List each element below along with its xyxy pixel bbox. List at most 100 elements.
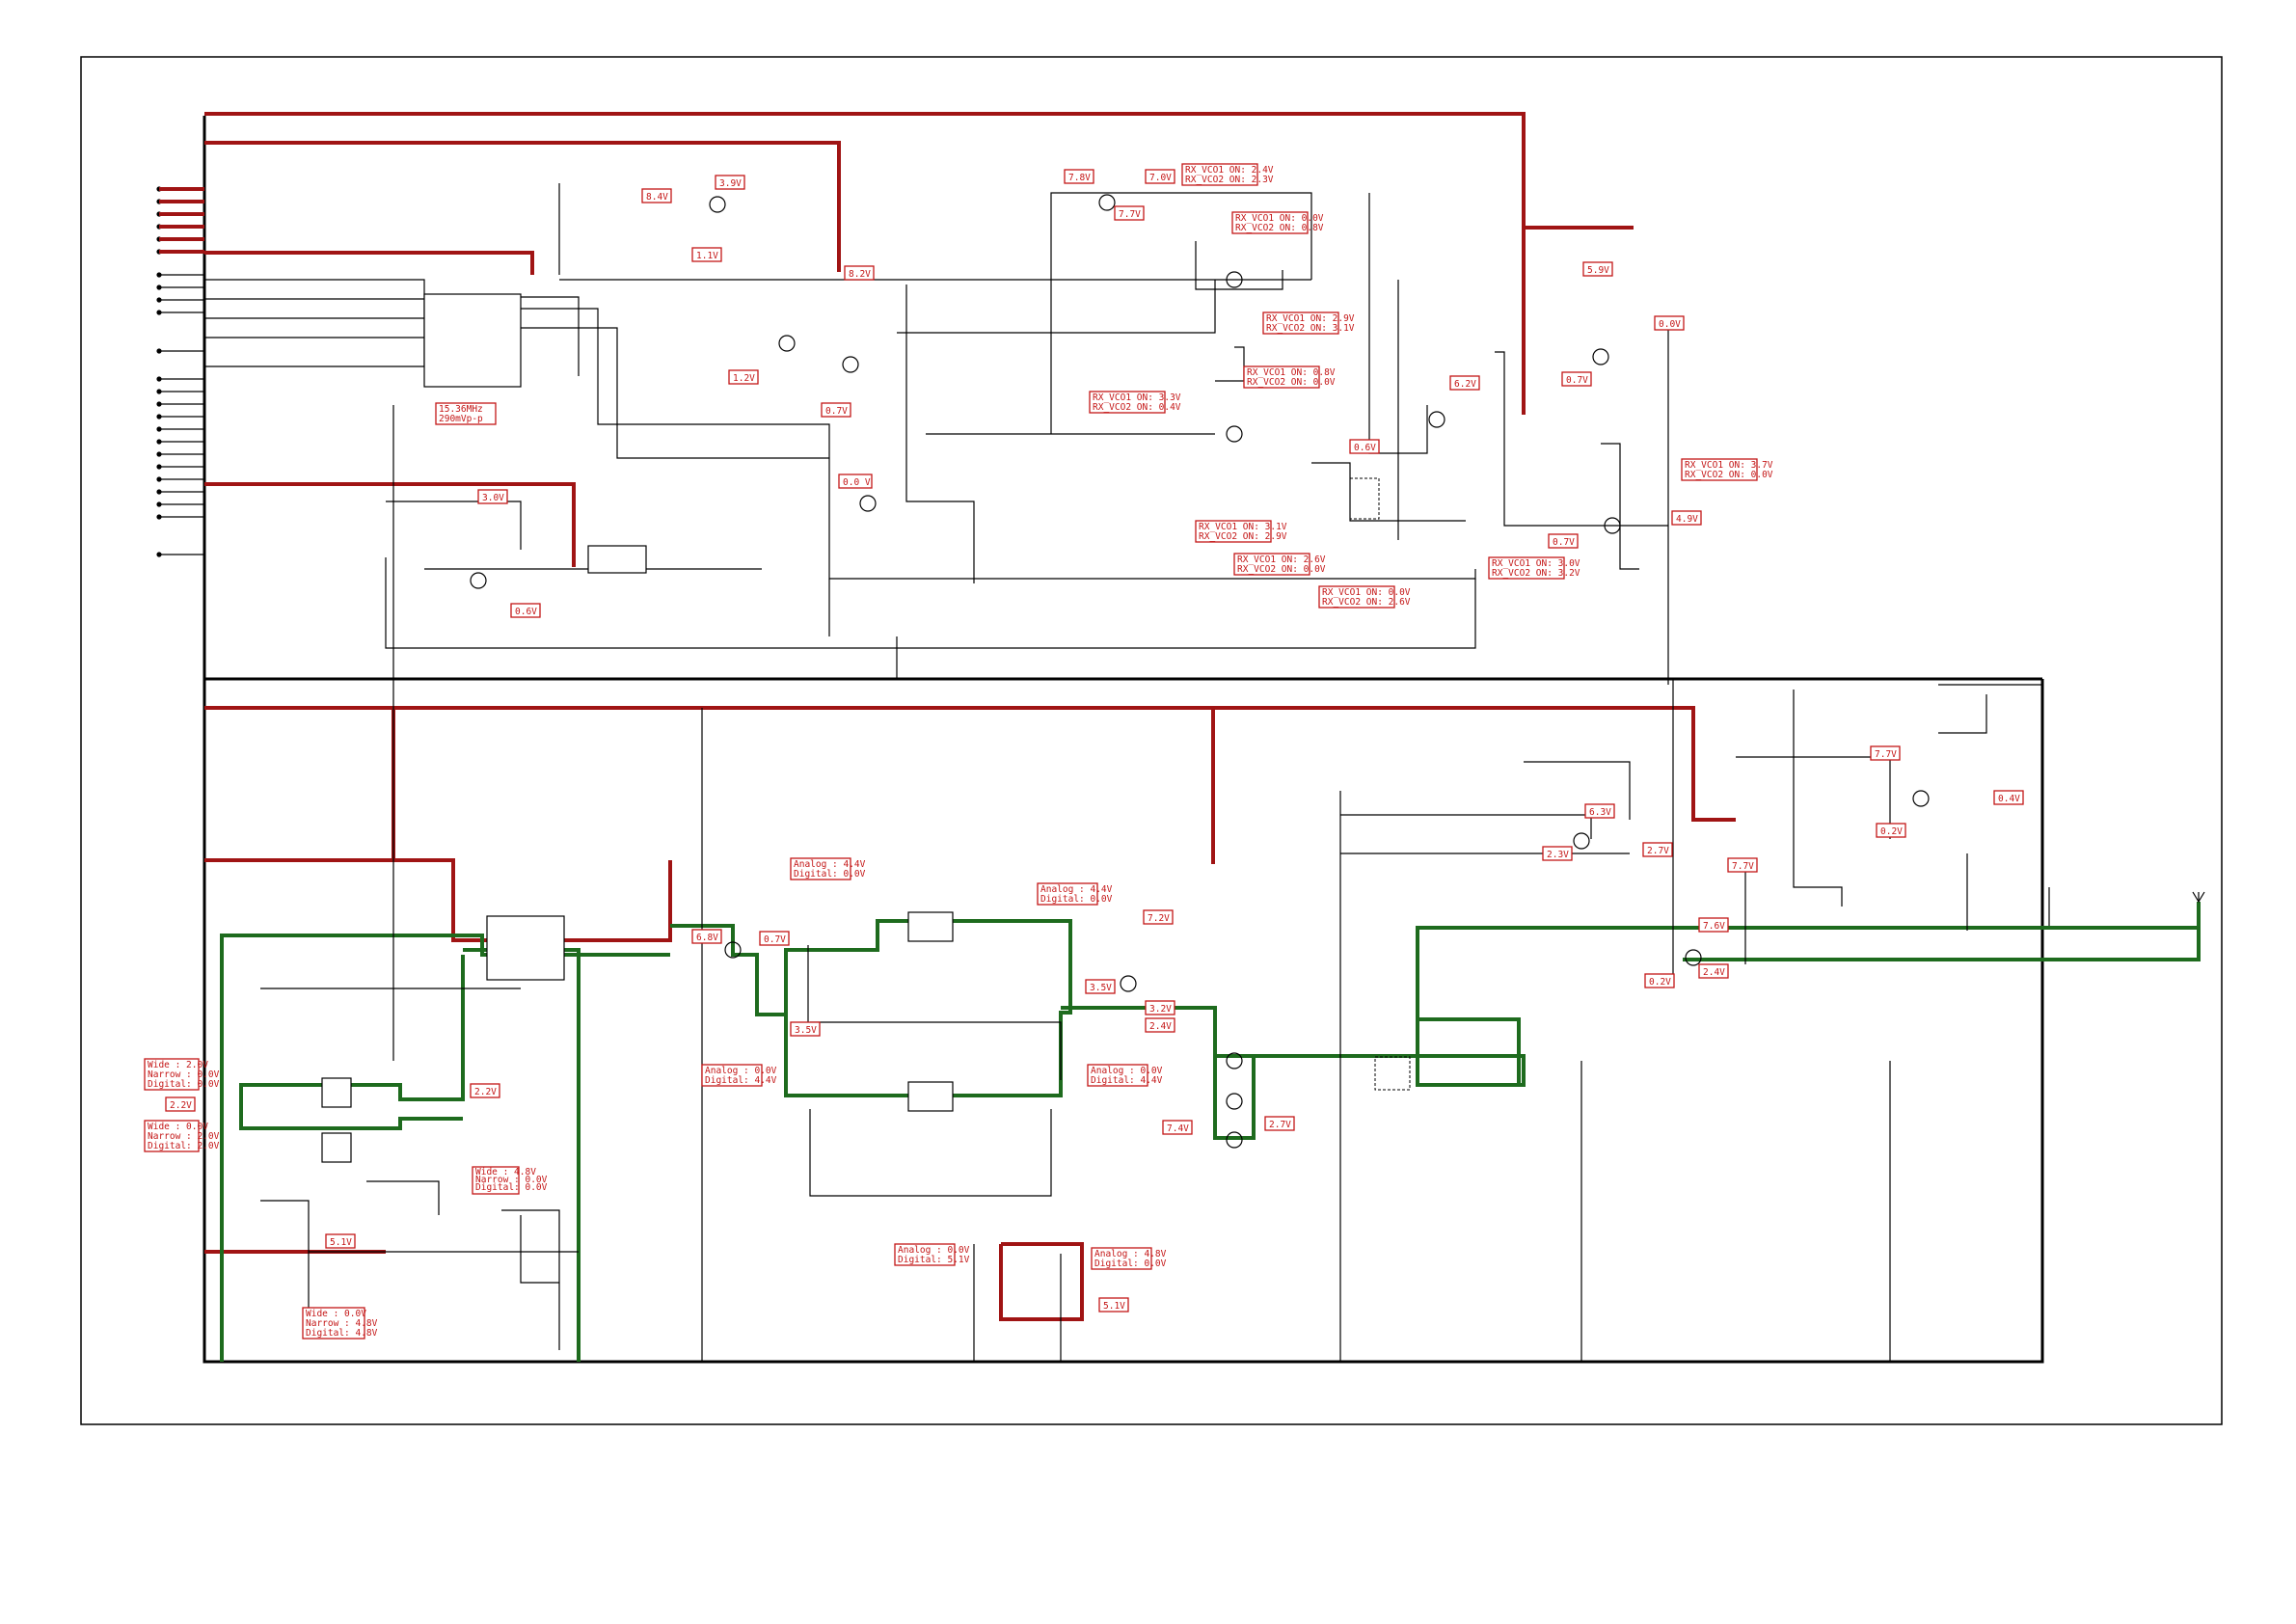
voltage-label: 3.5V <box>1085 979 1116 994</box>
svg-text:6.8V: 6.8V <box>696 933 718 943</box>
svg-text:7.7V: 7.7V <box>1119 209 1141 220</box>
voltage-label: 7.7V <box>1727 857 1758 873</box>
switch-block-upper <box>321 1077 352 1108</box>
svg-text:1.1V: 1.1V <box>696 251 718 261</box>
svg-text:5.1V: 5.1V <box>330 1237 352 1248</box>
voltage-label: 3.9V <box>715 175 745 190</box>
voltage-label: 1.1V <box>691 247 722 262</box>
transistors <box>470 194 1930 1149</box>
svg-text:RX_VCO2 ON: 0.0V: RX_VCO2 ON: 0.0V <box>1237 564 1326 575</box>
svg-text:2.7V: 2.7V <box>1647 846 1669 856</box>
voltage-label: 2.3V <box>1542 846 1573 861</box>
svg-text:0.7V: 0.7V <box>1553 537 1575 548</box>
antenna-icon <box>2192 891 2205 904</box>
voltage-labels: 8.4V 3.9V 1.1V 8.2V 1.2V 0.7V 7.8V 7.7V … <box>144 163 2024 1340</box>
svg-text:8.2V: 8.2V <box>849 269 871 280</box>
svg-text:RX_VCO1 ON: 3.3V: RX_VCO1 ON: 3.3V <box>1093 392 1181 403</box>
svg-text:Analog : 4.4V: Analog : 4.4V <box>794 859 866 870</box>
svg-text:RX_VCO2 ON: 2.3V: RX_VCO2 ON: 2.3V <box>1185 175 1274 185</box>
svg-text:7.6V: 7.6V <box>1703 921 1725 932</box>
svg-text:7.2V: 7.2V <box>1148 913 1170 924</box>
svg-text:Digital: 5.1V: Digital: 5.1V <box>898 1255 970 1265</box>
svg-text:4.9V: 4.9V <box>1676 514 1698 525</box>
svg-text:RX_VCO1 ON: 0.0V: RX_VCO1 ON: 0.0V <box>1235 213 1324 224</box>
voltage-label: 0.7V <box>821 402 851 418</box>
svg-text:Digital: 4.8V: Digital: 4.8V <box>306 1328 378 1339</box>
svg-text:8.4V: 8.4V <box>646 192 668 203</box>
mixer-dashed <box>1349 477 1380 520</box>
svg-text:290mVp-p: 290mVp-p <box>439 414 483 424</box>
voltage-label: 4.9V <box>1671 510 1702 526</box>
svg-text:Analog : 4.8V: Analog : 4.8V <box>1094 1249 1167 1259</box>
voltage-label: 2.7V <box>1642 842 1673 857</box>
svg-text:3.2V: 3.2V <box>1149 1004 1172 1015</box>
voltage-label: 1.2V <box>728 369 759 385</box>
svg-text:RX_VCO1 ON: 2.9V: RX_VCO1 ON: 2.9V <box>1266 313 1355 324</box>
svg-text:RX_VCO1 ON: 0.8V: RX_VCO1 ON: 0.8V <box>1247 367 1336 378</box>
switch-block-lower <box>321 1132 352 1163</box>
svg-text:0.0V: 0.0V <box>1659 319 1681 330</box>
voltage-label: 0.2V <box>1644 973 1675 988</box>
filter-block-lower <box>907 1081 954 1112</box>
svg-text:0.2V: 0.2V <box>1649 977 1671 988</box>
voltage-label: 7.8V <box>1064 169 1094 184</box>
voltage-label: 2.4V <box>1145 1017 1175 1033</box>
svg-text:2.4V: 2.4V <box>1149 1021 1172 1032</box>
voltage-label: 3.2V <box>1145 1000 1175 1015</box>
svg-text:Wide : 2.0V: Wide : 2.0V <box>148 1060 208 1070</box>
svg-text:7.4V: 7.4V <box>1167 1123 1189 1134</box>
svg-text:Digital: 0.0V: Digital: 0.0V <box>475 1182 548 1193</box>
pll-ic <box>423 293 522 388</box>
svg-text:7.7V: 7.7V <box>1875 749 1897 760</box>
voltage-label: 2.2V <box>165 1096 196 1112</box>
svg-text:3.5V: 3.5V <box>795 1025 817 1036</box>
svg-text:2.2V: 2.2V <box>474 1087 497 1097</box>
voltage-label: 5.9V <box>1582 261 1613 277</box>
svg-text:RX_VCO2 ON: 0.8V: RX_VCO2 ON: 0.8V <box>1235 223 1324 233</box>
svg-text:0.6V: 0.6V <box>515 607 537 617</box>
voltage-label: 6.3V <box>1584 803 1615 819</box>
voltage-label: 7.7V <box>1870 745 1901 761</box>
voltage-label: 0.0 V <box>838 474 873 489</box>
voltage-label: 0.7V <box>759 931 790 946</box>
svg-text:7.7V: 7.7V <box>1732 861 1754 872</box>
svg-text:Narrow : 4.8V: Narrow : 4.8V <box>306 1318 378 1329</box>
if-ic <box>486 915 565 981</box>
svg-text:RX_VCO1 ON: 3.1V: RX_VCO1 ON: 3.1V <box>1199 522 1287 532</box>
dual-diode-dashed <box>1374 1056 1411 1091</box>
svg-text:Analog : 0.0V: Analog : 0.0V <box>1091 1066 1163 1076</box>
voltage-label: 2.4V <box>1698 963 1729 979</box>
voltage-label: 7.6V <box>1698 917 1729 933</box>
tcxo-block <box>587 545 647 574</box>
svg-text:0.6V: 0.6V <box>1354 443 1376 453</box>
voltage-label: 8.2V <box>844 265 875 281</box>
voltage-label: 7.7V <box>1114 205 1145 221</box>
svg-text:Narrow : 2.0V: Narrow : 2.0V <box>148 1131 220 1142</box>
sheet-border <box>80 56 2223 1425</box>
svg-text:7.0V: 7.0V <box>1149 173 1172 183</box>
voltage-label: 0.4V <box>1993 790 2024 805</box>
voltage-label: 6.2V <box>1449 375 1480 391</box>
circuit-wiring <box>204 183 2050 1362</box>
voltage-label: 0.6V <box>1349 439 1380 454</box>
svg-text:RX_VCO2 ON: 0.4V: RX_VCO2 ON: 0.4V <box>1093 402 1181 413</box>
svg-text:7.8V: 7.8V <box>1068 173 1091 183</box>
svg-text:RX_VCO2 ON: 3.2V: RX_VCO2 ON: 3.2V <box>1492 568 1580 579</box>
svg-text:3.9V: 3.9V <box>719 178 742 189</box>
svg-text:Digital: 0.0V: Digital: 0.0V <box>148 1079 220 1090</box>
svg-text:Wide : 0.0V: Wide : 0.0V <box>148 1122 208 1132</box>
voltage-label: 7.4V <box>1162 1120 1193 1135</box>
svg-text:0.7V: 0.7V <box>825 406 848 417</box>
svg-text:0.7V: 0.7V <box>764 934 786 945</box>
voltage-label: 2.7V <box>1264 1116 1295 1131</box>
